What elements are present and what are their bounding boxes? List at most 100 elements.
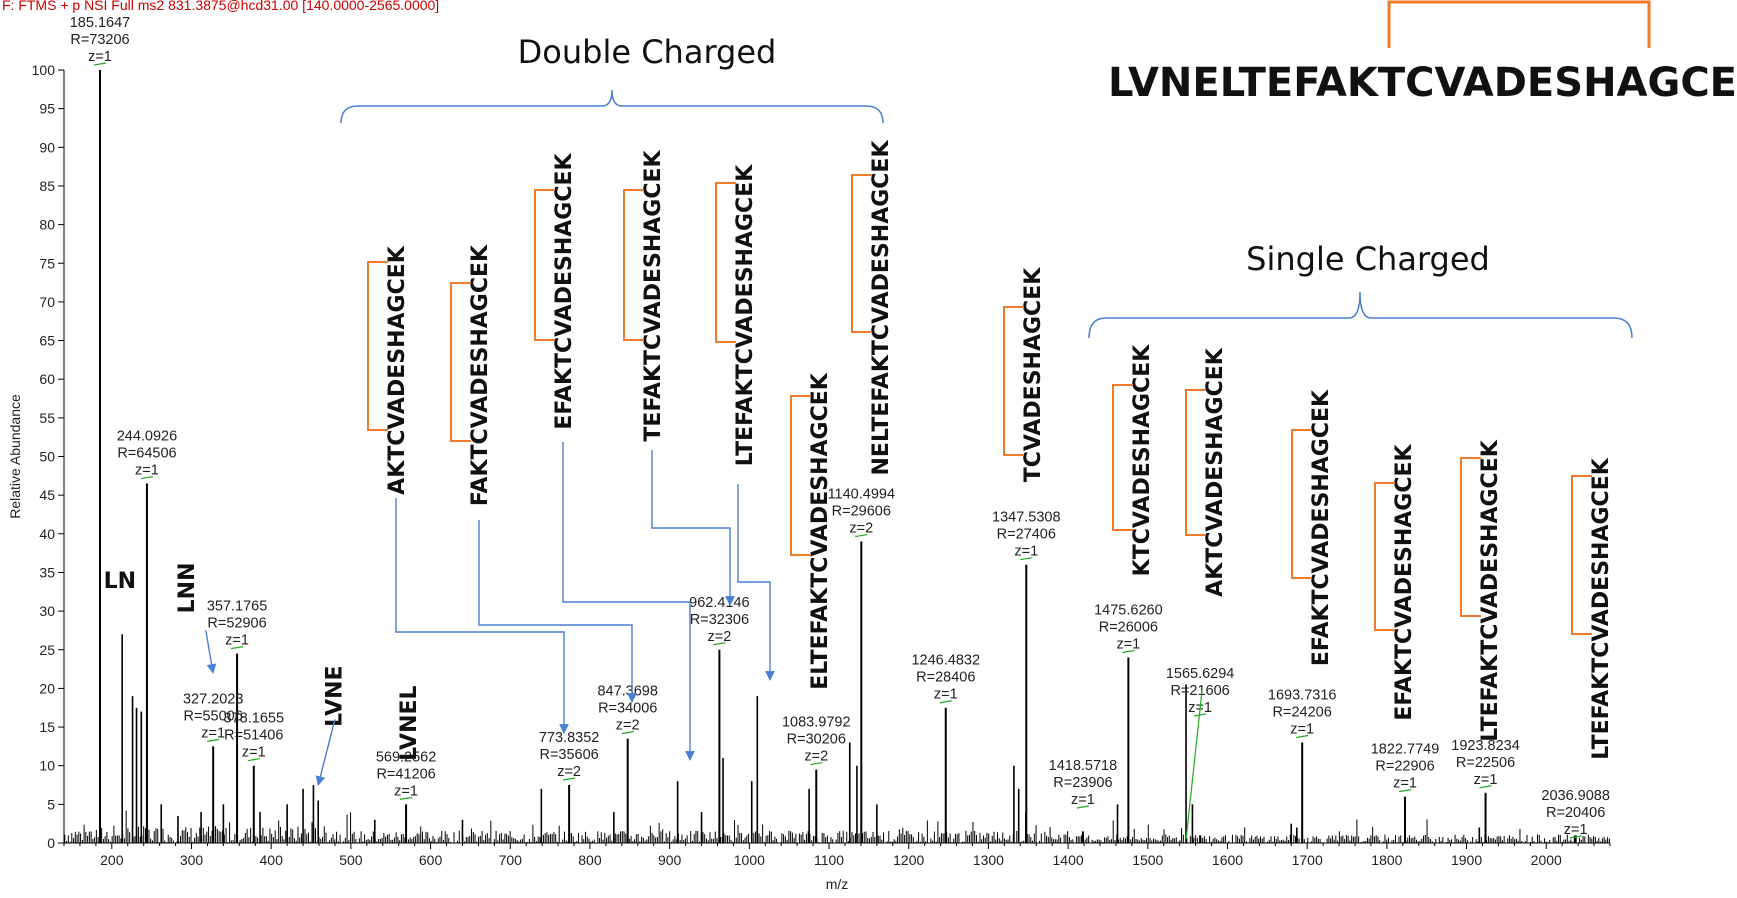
peak-label-line: R=41206 xyxy=(376,766,435,782)
low-mass-label: LVNEL xyxy=(397,685,422,760)
y-tick-label: 65 xyxy=(39,333,55,349)
peak-label-line: 1140.4994 xyxy=(828,487,895,503)
peak-label-line: z=1 xyxy=(934,687,958,703)
disulfide-bracket xyxy=(367,261,388,431)
fragment-label: FAKTCVADESHAGCEK xyxy=(468,244,493,506)
spectrum-peaks xyxy=(64,70,1610,843)
peak-label-line: 185.1647 xyxy=(70,15,130,31)
scan-header: F: FTMS + p NSI Full ms2 831.3875@hcd31.… xyxy=(2,0,439,13)
peak-label-line: 1565.6294 xyxy=(1166,666,1235,682)
single-charged-label: Single Charged xyxy=(1246,240,1490,278)
peak-label-line: R=32306 xyxy=(690,612,749,628)
double-charged-brace xyxy=(340,89,884,124)
isotope-marker xyxy=(810,761,823,766)
single-charged-brace xyxy=(1088,291,1633,339)
peak-label-line: R=52906 xyxy=(207,616,266,632)
low-mass-arrow xyxy=(315,719,336,786)
y-tick-label: 100 xyxy=(32,62,56,78)
peak-label-line: R=22506 xyxy=(1456,755,1515,771)
low-mass-label: LVNE xyxy=(322,665,347,726)
disulfide-bracket xyxy=(790,395,811,556)
isotope-marker xyxy=(713,642,726,646)
y-tick-label: 35 xyxy=(39,564,55,580)
peak-label-line: 357.1765 xyxy=(207,599,267,615)
peak-label-line: z=1 xyxy=(1116,636,1140,652)
y-tick-label: 15 xyxy=(39,719,55,735)
peak-label-line: R=30206 xyxy=(787,732,846,748)
peak-label-line: R=21606 xyxy=(1170,683,1229,699)
y-tick-label: 20 xyxy=(39,680,55,696)
peak-label-line: R=29606 xyxy=(832,504,891,520)
x-tick-label: 1200 xyxy=(893,852,924,868)
peak-label-line: 327.2023 xyxy=(183,691,243,707)
peak-label-line: 1475.6260 xyxy=(1094,602,1163,618)
fragment-label: AKTCVADESHAGCEK xyxy=(385,245,410,495)
isotope-marker xyxy=(230,646,244,650)
low-mass-label: LNN xyxy=(175,562,200,613)
peak-labels: 185.1647R=73206z=1244.0926R=64506z=1327.… xyxy=(70,15,1610,840)
peak-label-line: 569.2562 xyxy=(376,749,436,765)
x-tick-label: 1300 xyxy=(973,852,1004,868)
isotope-marker xyxy=(140,475,154,480)
x-tick-label: 600 xyxy=(419,852,443,868)
peak-label-line: z=1 xyxy=(1474,772,1498,788)
peak-label-line: 1347.5308 xyxy=(992,510,1061,526)
fragment-arrow xyxy=(478,520,637,703)
disulfide-bracket xyxy=(1374,482,1395,631)
x-tick-label: 1500 xyxy=(1132,852,1163,868)
isotope-marker xyxy=(399,796,413,800)
peak-label-line: R=28406 xyxy=(916,670,975,686)
fragment-arrow xyxy=(737,484,775,681)
y-tick-label: 5 xyxy=(47,796,55,812)
fragment-label: AKTCVADESHAGCEK xyxy=(1203,347,1228,597)
disulfide-bracket xyxy=(851,174,872,333)
y-tick-label: 45 xyxy=(39,487,55,503)
fragment-label: TCVADESHAGCEK xyxy=(1021,267,1046,483)
isotope-marker xyxy=(1479,785,1492,789)
peak-label-line: R=26006 xyxy=(1099,619,1158,635)
y-tick-label: 30 xyxy=(39,603,55,619)
x-axis-label: m/z xyxy=(826,876,849,892)
peak-label-line: R=64506 xyxy=(117,446,176,462)
peak-label-line: z=1 xyxy=(1014,544,1038,560)
peak-label-line: z=1 xyxy=(1393,776,1417,792)
double-charged-label: Double Charged xyxy=(518,33,777,71)
disulfide-bracket xyxy=(623,189,644,341)
y-tick-label: 95 xyxy=(39,101,55,117)
y-tick-label: 0 xyxy=(47,835,55,851)
y-tick-label: 40 xyxy=(39,526,55,542)
leader-line xyxy=(1185,689,1203,840)
peak-label-line: z=2 xyxy=(707,629,731,645)
low-mass-label: LN xyxy=(104,569,136,594)
y-tick-label: 70 xyxy=(39,294,55,310)
peak-label-line: 1083.9792 xyxy=(782,715,851,731)
peak-label-line: 962.4146 xyxy=(689,595,749,611)
fragment-label: TEFAKTCVADESHAGCEK xyxy=(641,149,666,441)
y-tick-label: 50 xyxy=(39,449,55,465)
isotope-marker xyxy=(939,700,952,704)
fragment-label: LTEFAKTCVADESHAGCEK xyxy=(1478,439,1503,742)
x-tick-label: 1900 xyxy=(1451,852,1482,868)
peak-label-line: z=2 xyxy=(557,764,581,780)
peak-label-line: R=51406 xyxy=(224,728,283,744)
x-tick-label: 1800 xyxy=(1371,852,1402,868)
fragment-label: LTEFAKTCVADESHAGCEK xyxy=(1589,457,1614,760)
fragment-label: EFAKTCVADESHAGCEK xyxy=(1392,443,1417,720)
y-tick-label: 75 xyxy=(39,255,55,271)
peak-label-line: z=1 xyxy=(201,725,225,741)
y-axis-label: Relative Abundance xyxy=(7,394,23,519)
peak-label-line: z=1 xyxy=(394,783,418,799)
isotope-marker xyxy=(207,738,220,742)
peak-label-line: 1693.7316 xyxy=(1268,688,1337,704)
peak-label-line: R=73206 xyxy=(70,32,129,48)
fragment-label: ELTEFAKTCVADESHAGCEK xyxy=(808,372,833,690)
x-tick-label: 200 xyxy=(100,852,124,868)
peak-label-line: 1246.4832 xyxy=(911,653,980,669)
peak-label-line: 1418.5718 xyxy=(1049,758,1118,774)
peak-label-line: z=2 xyxy=(849,521,873,537)
isotope-marker xyxy=(855,533,868,538)
fragment-label: NELTEFAKTCVADESHAGCEK xyxy=(869,140,894,476)
isotope-marker xyxy=(1122,649,1135,654)
